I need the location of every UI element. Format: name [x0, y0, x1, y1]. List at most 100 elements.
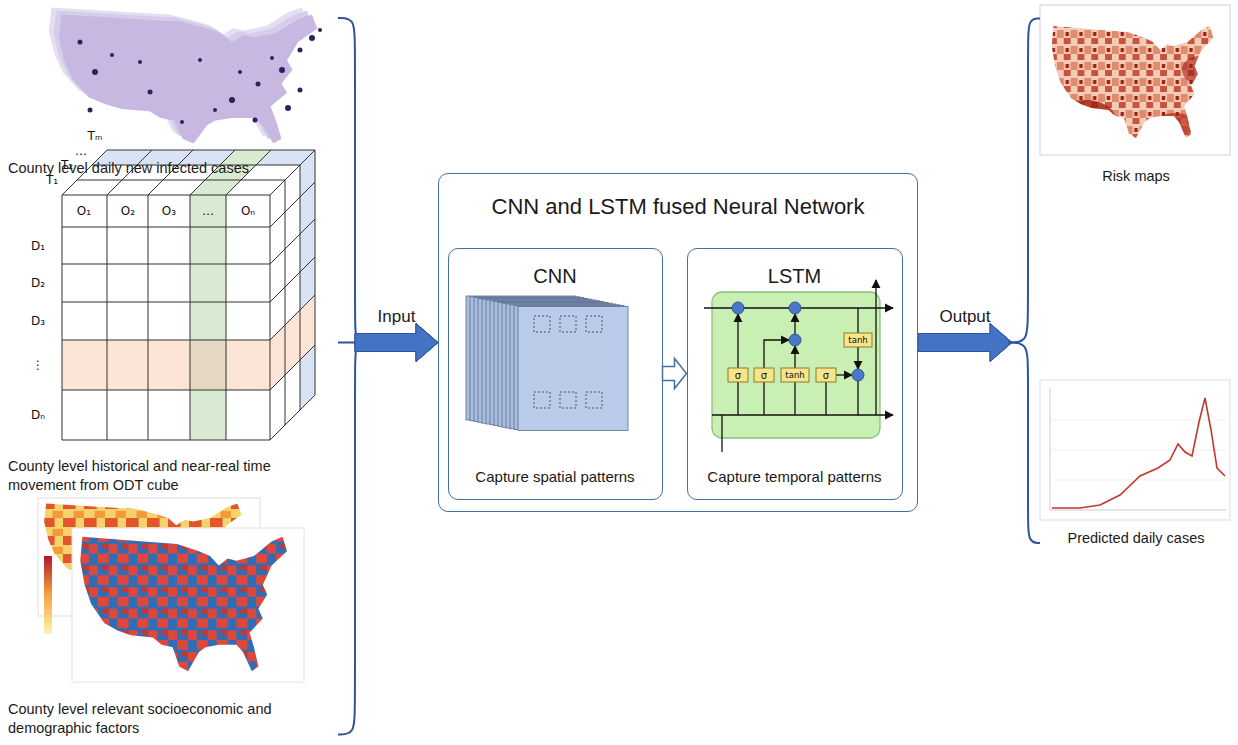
connector [663, 359, 687, 389]
gate-line [794, 346, 795, 368]
cube-axis-label: … [202, 204, 214, 218]
gate-line [836, 374, 852, 375]
cube-axis-label: Oₙ [241, 204, 255, 218]
cube-axis-label: T₂ [61, 158, 73, 172]
cube-grid-line [285, 180, 286, 425]
cube-grid-line [148, 195, 149, 440]
cube-grid-line [300, 165, 301, 410]
feature-map-sheet [518, 306, 628, 430]
cube-grid-line [62, 340, 270, 341]
kernel-window [560, 316, 576, 332]
kernel-window [534, 392, 550, 408]
gate-label: σ [761, 370, 767, 381]
gate-label: tanh [785, 370, 804, 380]
cube-axis-label: Dₙ [31, 408, 45, 422]
input-panel: County level historical and near-real ti… [8, 190, 338, 495]
cube-grid-line [62, 440, 270, 441]
network-box: CNN and LSTM fused Neural NetworkCNN Capt… [438, 173, 918, 512]
gate-line [825, 382, 826, 415]
gate-line [763, 382, 764, 415]
node-heading: CNN and LSTM fused Neural Network [439, 174, 917, 220]
node-heading: County level daily new infected cases [8, 159, 249, 178]
cube-grid-line [270, 395, 315, 440]
odt-cube [62, 150, 315, 440]
brace-line [338, 343, 365, 735]
cube-grid-line [62, 390, 270, 391]
edge-label: Output [939, 307, 990, 327]
cube-axis-label: O₁ [77, 204, 91, 218]
block-arrow [355, 324, 438, 362]
connector [338, 324, 438, 735]
case-dots [78, 28, 323, 124]
factor-map [80, 537, 287, 671]
cube-front [62, 195, 270, 440]
block-arrow [918, 324, 1012, 362]
image-frame [1040, 5, 1230, 155]
connector [338, 324, 438, 362]
us-map [59, 15, 318, 144]
cube-grid-line [62, 195, 270, 196]
cube-grid-line [107, 150, 315, 151]
risk-hotspots [1055, 56, 1218, 137]
cube-grid-line [270, 295, 315, 340]
cube-grid-line [270, 195, 271, 440]
cube-side [270, 150, 315, 440]
hollow-arrow [663, 359, 687, 389]
gate-line [794, 314, 795, 334]
output-line [875, 280, 876, 415]
cube-axis-label: O₃ [162, 204, 176, 218]
cube-row-side [270, 295, 315, 390]
cube-axis-label: Tₘ [88, 129, 103, 143]
brace-line [338, 18, 365, 343]
gate-line [857, 308, 858, 333]
block-arrow [355, 324, 438, 362]
gate-label: σ [823, 370, 829, 381]
gate-line [764, 340, 789, 368]
input-line [721, 415, 722, 452]
cube-grid-line [107, 195, 108, 440]
gate-label: σ [735, 370, 741, 381]
map-legend-bar [44, 556, 52, 634]
map-card [72, 528, 304, 682]
node-body: Capture temporal patterns [707, 468, 881, 485]
input-panel: County level relevant socioeconomic and … [8, 497, 338, 738]
cube-axis-label: D₃ [31, 314, 45, 328]
kernel-window [586, 316, 602, 332]
node-heading: LSTM [768, 265, 821, 288]
cube-cross [190, 340, 226, 390]
cube-axis-label: ⋮ [32, 358, 44, 372]
case-curve [1052, 398, 1225, 508]
brace-line [1008, 343, 1040, 543]
cube-grid-line [190, 195, 191, 440]
cube-axis-label: … [75, 144, 87, 158]
edge-label: Input [378, 307, 416, 327]
node-heading: CNN [533, 265, 576, 288]
input-panel: County level daily new infected cases [8, 4, 338, 178]
kernel-window [534, 316, 550, 332]
cube-grid-line [226, 195, 227, 440]
feature-maps [466, 296, 628, 430]
hidden-line [712, 414, 858, 415]
node-heading: Risk maps [1102, 167, 1170, 186]
brace-line [1008, 19, 1040, 343]
cube-axis-label: T₁ [46, 173, 58, 187]
block-arrow [918, 324, 1012, 362]
output-panel: Risk maps [1040, 4, 1232, 186]
pointwise-ops [732, 302, 864, 381]
risk-map [1052, 26, 1214, 138]
image-frame [1040, 380, 1230, 520]
connector [338, 18, 438, 362]
cube-grid-line [62, 227, 270, 228]
cube-grid-line [270, 257, 315, 302]
output-panel: Predicted daily cases [1040, 378, 1232, 548]
lstm-cell [704, 280, 893, 452]
node-heading: County level historical and near-real ti… [8, 457, 308, 495]
cube-grid-line [62, 195, 63, 440]
cube-grid-line [270, 345, 315, 390]
connector [918, 324, 1040, 543]
cube-axis-label: D₁ [31, 239, 45, 253]
gate-line [737, 314, 738, 368]
cube-grid-line [62, 302, 270, 303]
